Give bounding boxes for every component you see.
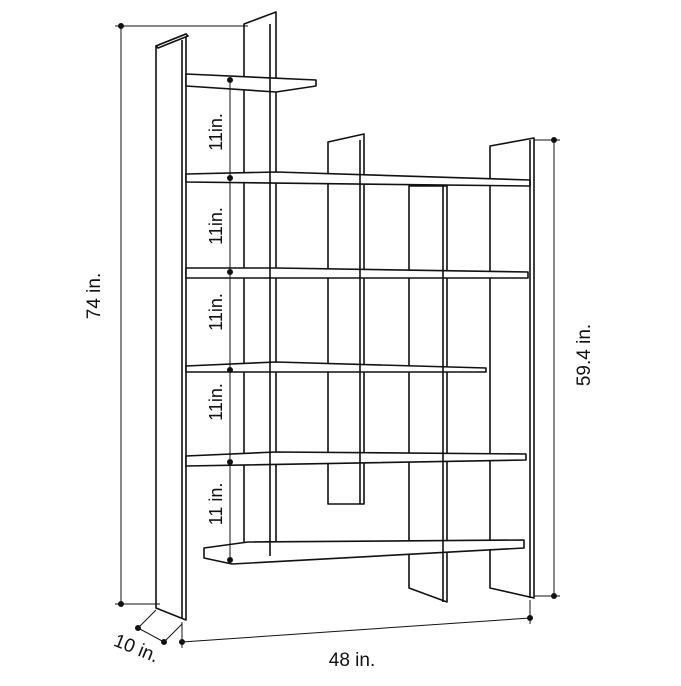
shelf-spacing-label-3: 11in.	[206, 293, 226, 331]
shelf-3	[185, 361, 487, 373]
lower-divider-panel	[408, 185, 448, 603]
right-height-dimension-line	[534, 137, 560, 599]
right-height-label: 59.4 in.	[574, 324, 595, 386]
depth-dimension-line	[135, 609, 183, 645]
left-side-panel	[155, 33, 189, 621]
shelf-spacing-dimension-line	[227, 77, 233, 563]
shelf-spacing-label-2: 11in.	[206, 207, 226, 245]
middle-divider-panel	[327, 133, 365, 505]
shelf-top	[185, 73, 317, 93]
right-side-panel	[489, 137, 535, 599]
tall-divider-panel	[243, 11, 277, 557]
shelf-1	[185, 171, 531, 187]
width-dimension-line	[179, 600, 533, 648]
shelf-spacing-label-5: 11 in.	[206, 483, 226, 526]
shelf-base	[203, 539, 525, 565]
shelf-spacing-label-4: 11in.	[206, 383, 226, 421]
shelf-2	[185, 267, 529, 279]
depth-label: 10 in.	[111, 630, 162, 667]
shelf-spacing-label-1: 11in.	[206, 113, 226, 151]
height-label: 74 in.	[84, 273, 105, 319]
width-label: 48 in.	[329, 650, 375, 671]
shelf-4	[185, 451, 527, 467]
height-dimension-line	[115, 23, 248, 607]
